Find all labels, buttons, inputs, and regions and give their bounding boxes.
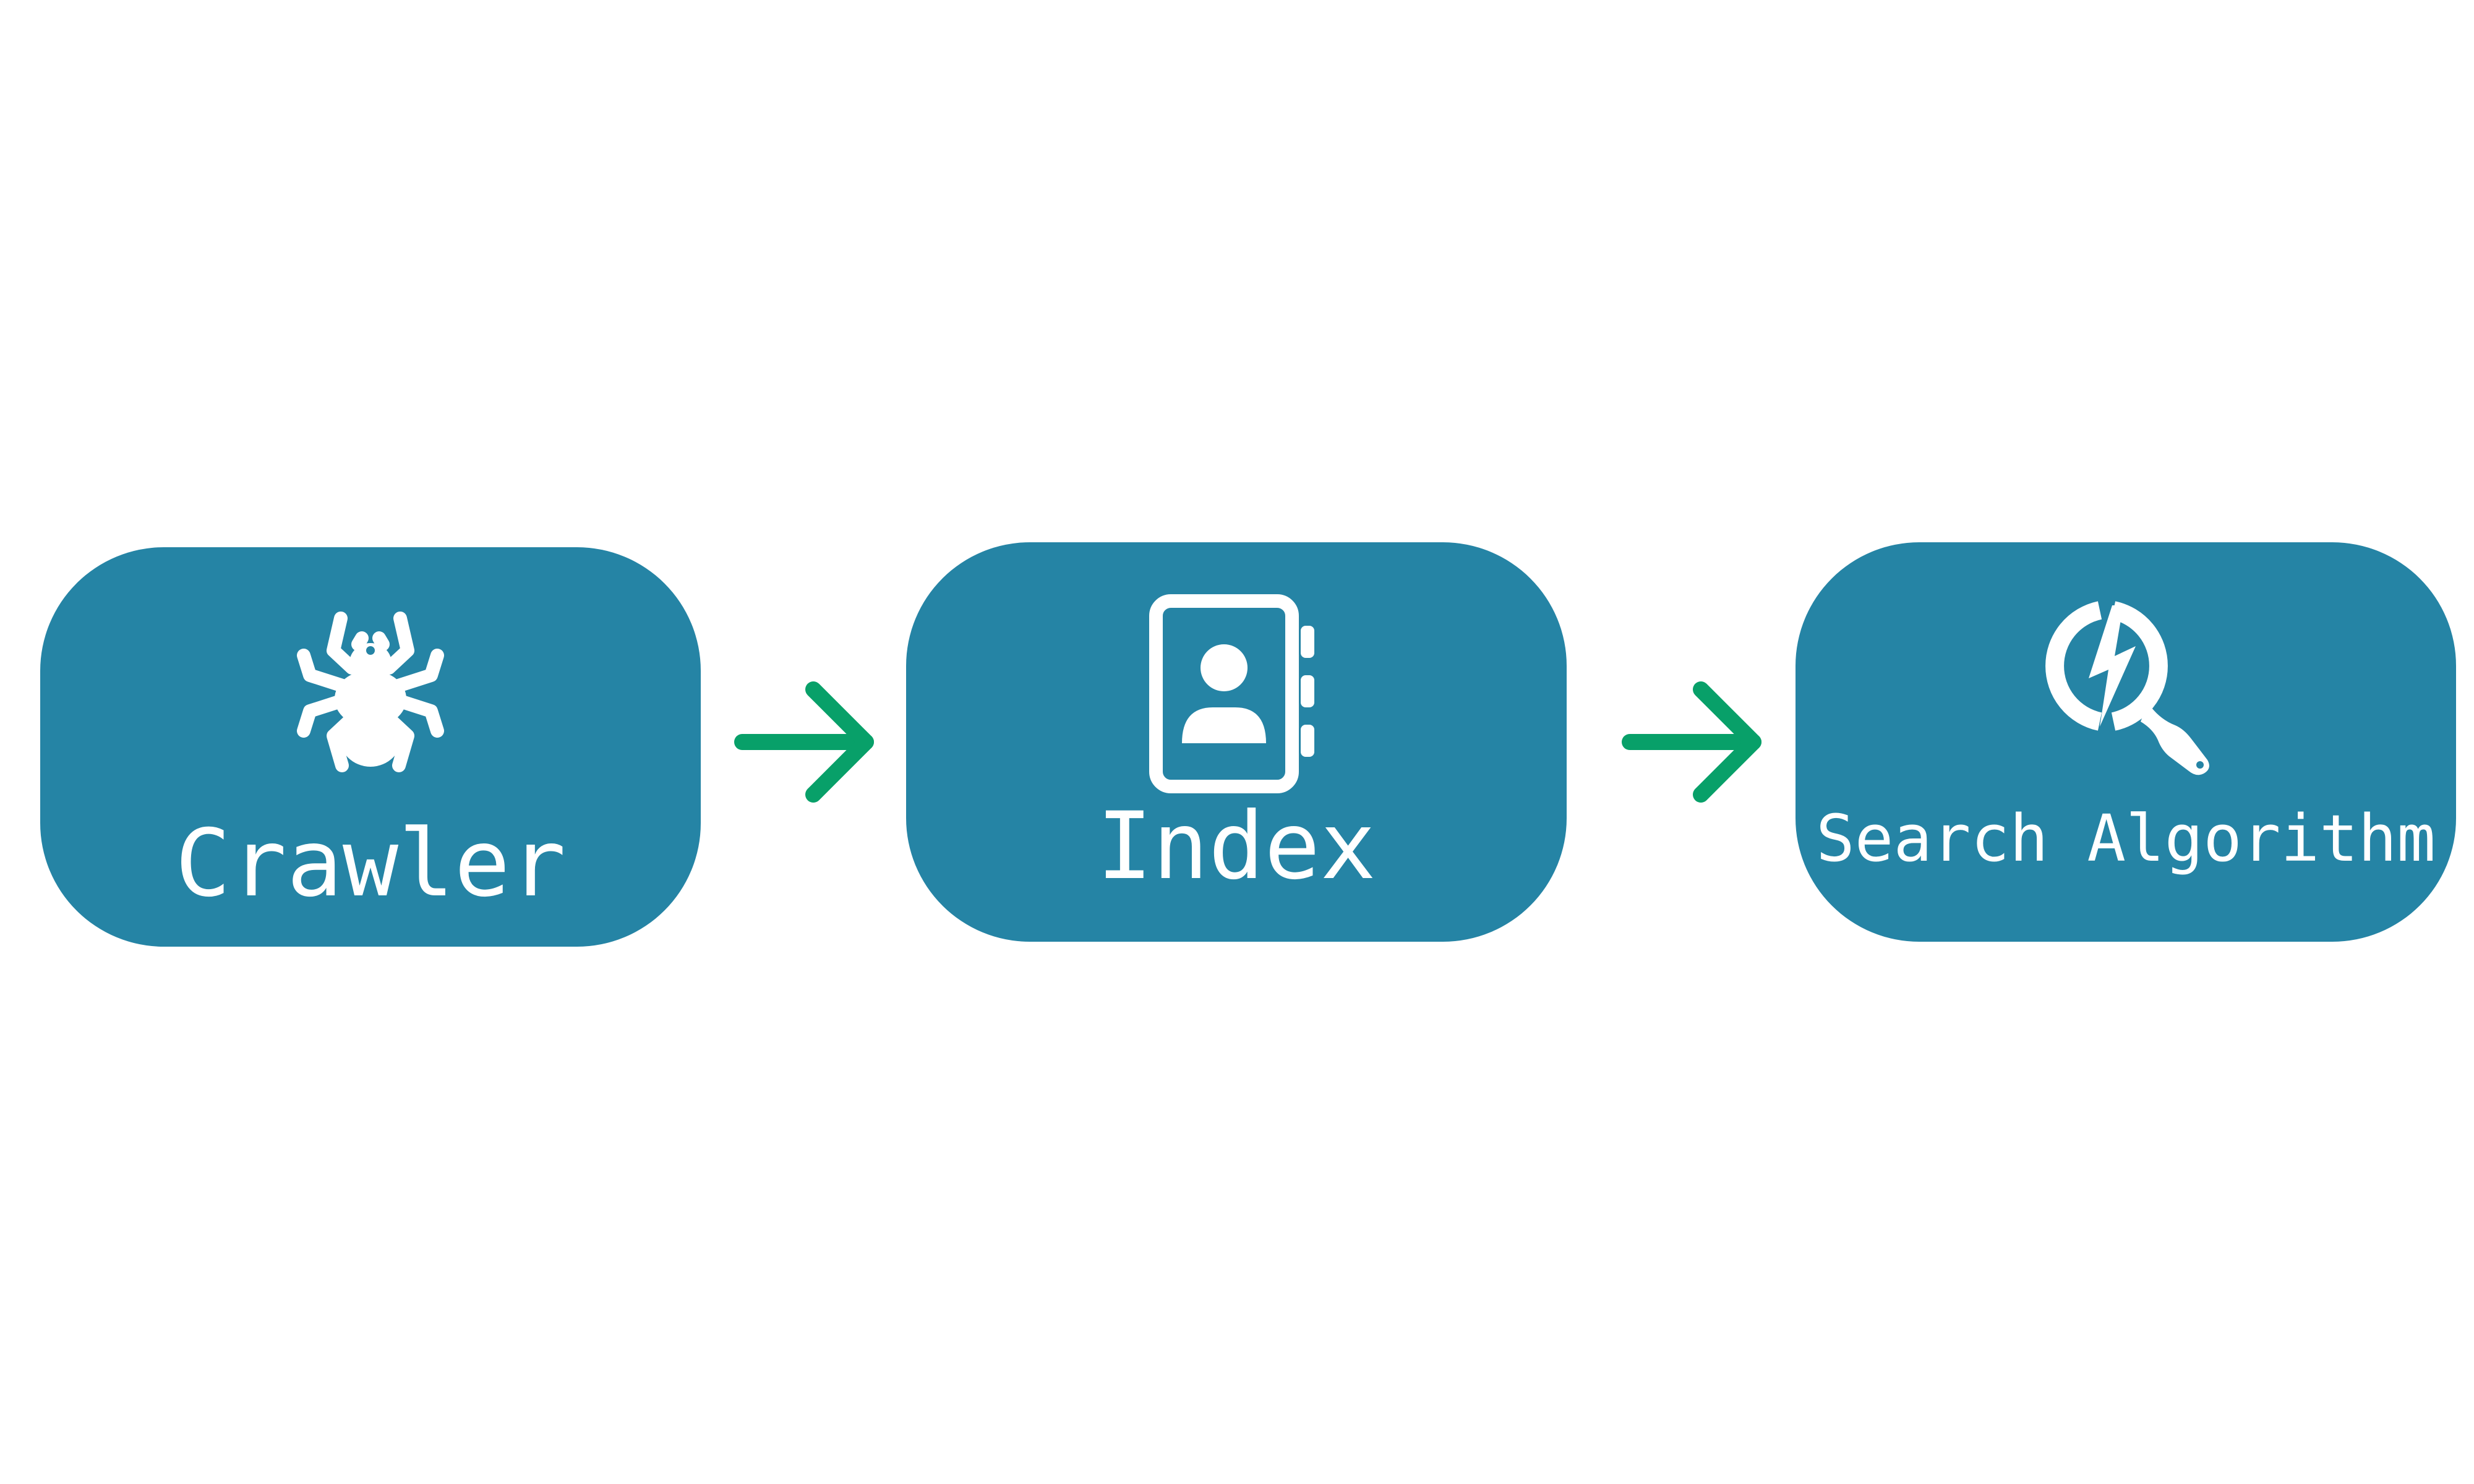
node-crawler: Crawler [40,547,701,947]
node-index: Index [906,542,1567,942]
node-label-index: Index [1097,793,1376,900]
contact-book-icon [1149,594,1314,793]
flow-arrow [734,681,874,803]
flow-arrow [1622,681,1761,803]
node-label-crawler: Crawler [174,810,567,918]
search-algorithm-icon [2045,601,2209,775]
spider-icon [297,612,444,772]
node-label-search-algorithm: Search Algorithm [1816,801,2436,876]
node-search-algorithm: Search Algorithm [1796,542,2456,942]
